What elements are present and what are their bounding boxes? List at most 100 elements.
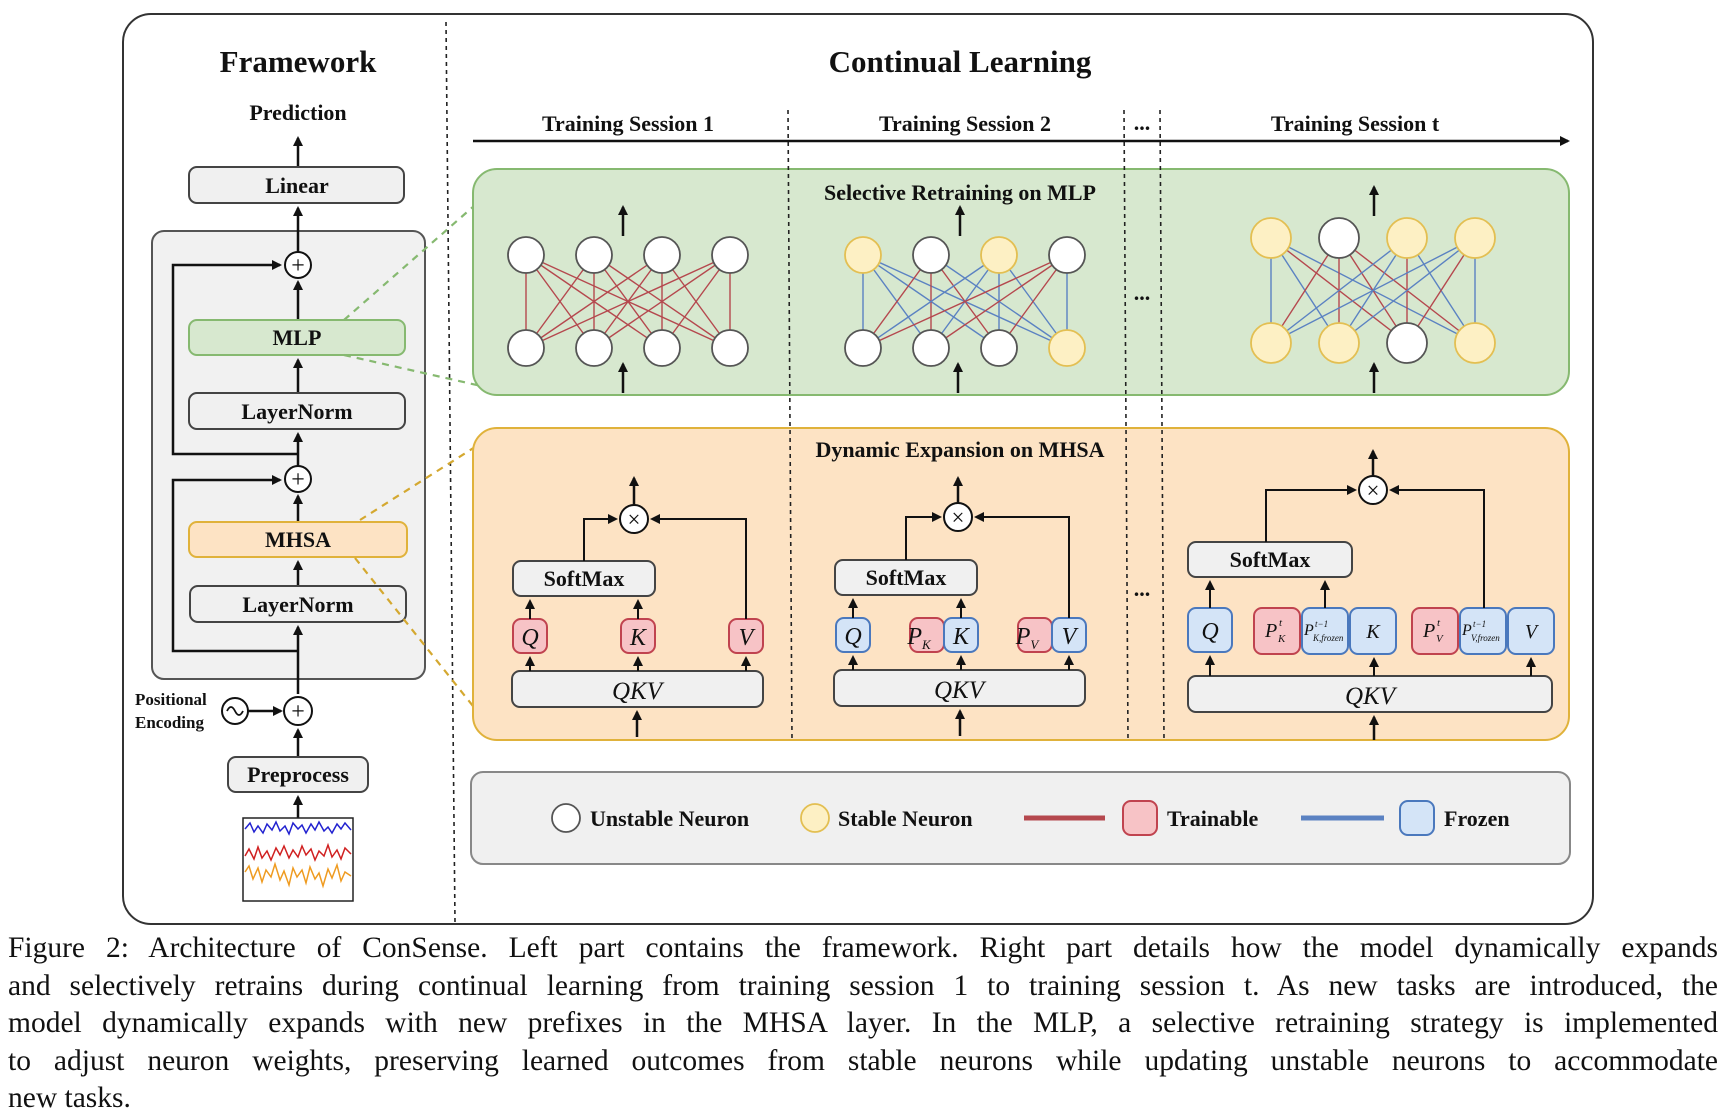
legend-trainable-icon (1122, 800, 1158, 836)
residual-add-mid (284, 465, 312, 493)
mhsa-block (188, 521, 408, 558)
layernorm-top-label: LayerNorm (241, 399, 352, 424)
softmax-label-2: SoftMax (866, 565, 947, 590)
stable-neuron (1386, 217, 1428, 259)
caption-line-1: Figure 2: Architecture of ConSense. Left… (8, 932, 1718, 964)
pv-t-label: P (1422, 620, 1435, 642)
q-label-1: Q (521, 625, 538, 651)
qkv-block-t (1187, 675, 1553, 713)
stable-neuron (980, 236, 1018, 274)
network-edge (593, 254, 731, 349)
residual-add-top (284, 251, 312, 279)
layernorm-bottom-label: LayerNorm (242, 592, 353, 617)
softmax-label-1: SoftMax (544, 566, 625, 591)
unstable-neuron (507, 329, 545, 367)
positional-add (283, 696, 313, 726)
session-2-label: Training Session 2 (879, 111, 1051, 136)
k-box-t (1349, 607, 1397, 655)
pv-frozen-label: P (1461, 622, 1472, 639)
caption-line-2: and selectively retrains during continua… (8, 969, 1718, 1002)
mlp-ellipsis: ... (1134, 280, 1151, 305)
stable-neuron (1318, 322, 1360, 364)
network-edge (1338, 237, 1476, 344)
stable-neuron (1250, 322, 1292, 364)
softmax-label-t: SoftMax (1230, 547, 1311, 572)
add-icon-pe: + (291, 699, 305, 725)
v-label-2: V (1062, 624, 1079, 650)
mhsa-session-1: QKV Q K V SoftMax × (511, 476, 764, 737)
pk-t-sub: K (1277, 633, 1286, 645)
add-icon-mid: + (291, 467, 305, 493)
unstable-neuron (1386, 322, 1428, 364)
q-label-t: Q (1201, 619, 1218, 645)
pk-frozen-sub: K,frozen (1312, 633, 1344, 643)
v-label-t: V (1525, 621, 1540, 643)
pv-frozen-sup: t−1 (1473, 619, 1486, 629)
pk-frozen-label: P (1303, 622, 1314, 639)
unstable-neuron (844, 329, 882, 367)
stable-neuron (1250, 217, 1292, 259)
session-separator-1 (787, 109, 793, 741)
session-ellipsis-label: ... (1134, 110, 1151, 135)
pk-frozen-sup: t−1 (1315, 619, 1328, 629)
unstable-neuron (643, 329, 681, 367)
session-separator-2 (1123, 109, 1129, 741)
stable-neuron (1454, 322, 1496, 364)
qkv-label-2: QKV (934, 677, 987, 704)
softmax-block-t (1187, 541, 1353, 578)
input-signal-plot (242, 817, 354, 902)
mlp-network-nodes (507, 217, 1496, 367)
caption-line-3: model dynamically expands with new prefi… (8, 1007, 1718, 1039)
mlp-panel (472, 168, 1570, 396)
separator-dashed (445, 21, 456, 923)
figure-caption: Figure 2: Architecture of ConSense. Left… (8, 930, 1718, 1118)
network-edge (930, 254, 1068, 349)
caption-line-4: to adjust neuron weights, preserving lea… (8, 1044, 1718, 1077)
unstable-neuron (1048, 236, 1086, 274)
unstable-neuron (575, 236, 613, 274)
continual-title: Continual Learning (829, 44, 1092, 79)
unstable-neuron (1318, 217, 1360, 259)
k-label-1: K (629, 625, 648, 651)
session-t-label: Training Session t (1271, 111, 1440, 136)
mlp-label: MLP (273, 325, 322, 350)
session-separator-3 (1159, 109, 1165, 741)
pv-t-box (1411, 607, 1459, 655)
linear-label: Linear (265, 173, 329, 198)
unstable-neuron (507, 236, 545, 274)
unstable-neuron (711, 329, 749, 367)
legend-frozen-label: Frozen (1444, 806, 1510, 831)
add-icon-top: + (291, 253, 305, 279)
pk-t-box (1253, 607, 1301, 655)
multiply-icon-1: × (628, 507, 641, 532)
positional-label-2: Encoding (135, 713, 204, 732)
legend-box (470, 771, 1571, 865)
qkv-block-2 (833, 669, 1086, 707)
session-1-label: Training Session 1 (542, 111, 714, 136)
stable-neuron (1048, 329, 1086, 367)
unstable-neuron (980, 329, 1018, 367)
legend-unstable-label: Unstable Neuron (590, 806, 749, 831)
mlp-panel-title: Selective Retraining on MLP (824, 180, 1096, 205)
q-label-2: Q (844, 624, 861, 650)
layernorm-bottom-block (189, 585, 407, 623)
pk-label-2: PK (906, 624, 932, 652)
multiply-icon-t: × (1367, 478, 1380, 503)
k-label-t: K (1365, 621, 1381, 643)
pk-t-label: P (1264, 620, 1277, 642)
stable-neuron (1454, 217, 1496, 259)
network-edge (862, 254, 1068, 349)
framework-title: Framework (220, 44, 377, 79)
unstable-neuron (575, 329, 613, 367)
v-box-t (1507, 607, 1555, 655)
network-edge (1270, 237, 1476, 344)
preprocess-label: Preprocess (247, 762, 349, 787)
network-edge (525, 254, 731, 349)
pv-frozen-sub: V,frozen (1471, 633, 1500, 643)
network-edge (862, 254, 932, 349)
unstable-neuron (711, 236, 749, 274)
positional-label-1: Positional (135, 690, 207, 709)
layernorm-top-block (188, 392, 406, 430)
pv-label-2: PV (1015, 624, 1041, 652)
network-edge (862, 254, 1000, 349)
